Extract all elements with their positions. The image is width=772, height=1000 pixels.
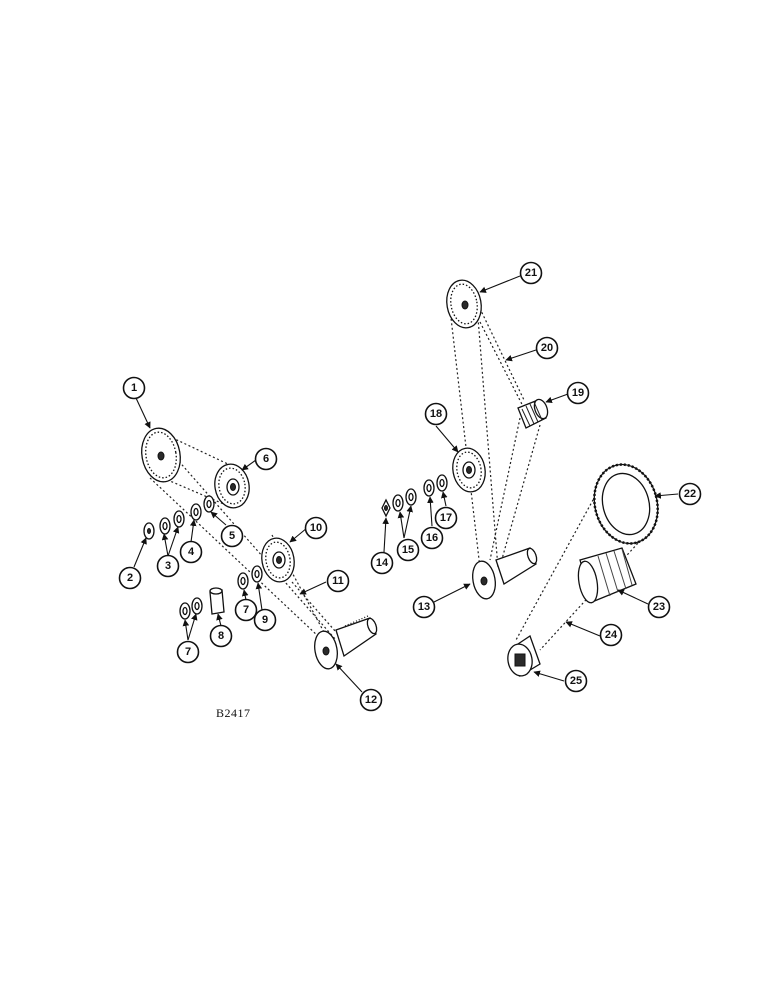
callout-2: 2 [118, 566, 142, 590]
sprocket-21-icon [446, 279, 482, 329]
ring-gear-22-icon [593, 463, 659, 545]
callout-18: 18 [424, 402, 448, 426]
callout-label: 3 [165, 560, 171, 572]
callout-5: 5 [220, 524, 244, 548]
callout-21: 21 [519, 261, 543, 285]
callout-label: 9 [262, 614, 268, 626]
callout-label: 16 [426, 532, 438, 544]
callout-label: 1 [131, 382, 137, 394]
leader-lines [133, 275, 679, 693]
gear-19-icon [517, 398, 549, 429]
callout-11: 11 [326, 569, 350, 593]
callout-22: 22 [678, 482, 702, 506]
callout-15: 15 [396, 538, 420, 562]
callout-12: 12 [359, 688, 383, 712]
callout-16: 16 [420, 526, 444, 550]
callout-label: 11 [332, 575, 344, 587]
callout-7-left: 7 [176, 640, 200, 664]
callout-4: 4 [179, 540, 203, 564]
callout-13: 13 [412, 595, 436, 619]
washer-set-7-9-icon [237, 565, 263, 590]
sprocket-10-icon [261, 537, 295, 583]
pinion-gear-23-icon [577, 547, 637, 604]
callout-label: 17 [440, 512, 452, 524]
callout-label: 24 [605, 629, 618, 641]
callout-23: 23 [647, 595, 671, 619]
callout-10: 10 [304, 516, 328, 540]
sprocket-6-icon [214, 463, 250, 509]
callout-label: 23 [653, 601, 665, 613]
callout-25: 25 [564, 669, 588, 693]
callout-label: 19 [572, 387, 584, 399]
callout-label: 22 [684, 488, 696, 500]
callout-label: 25 [570, 675, 582, 687]
washer-set-left-icon [143, 495, 215, 540]
callout-label: 7 [243, 604, 249, 616]
callout-9: 9 [253, 608, 277, 632]
callout-24: 24 [599, 623, 623, 647]
callout-label: 14 [376, 557, 389, 569]
callout-20: 20 [535, 336, 559, 360]
callout-17: 17 [434, 506, 458, 530]
callout-3: 3 [156, 554, 180, 578]
sprocket-1-icon [141, 427, 181, 483]
hub-25-icon [507, 634, 541, 677]
callout-8: 8 [209, 624, 233, 648]
sprocket-18-icon [452, 447, 486, 493]
splined-shaft-13-icon [472, 547, 538, 600]
callout-label: 21 [525, 267, 537, 279]
callout-label: 15 [402, 544, 414, 556]
callout-label: 10 [310, 522, 322, 534]
figure-reference-code: B2417 [216, 706, 251, 720]
callout-label: 18 [430, 408, 442, 420]
splined-shaft-12-icon [314, 615, 378, 670]
washer-set-right-icon [381, 474, 448, 518]
callout-label: 20 [541, 342, 553, 354]
washer-set-7-8-icon [179, 587, 225, 620]
callout-7-right: 7 [234, 598, 258, 622]
callout-6: 6 [254, 447, 278, 471]
chain-lines [149, 291, 651, 651]
callout-label: 7 [185, 646, 191, 658]
callout-label: 2 [127, 572, 133, 584]
callout-14: 14 [370, 551, 394, 575]
callout-label: 6 [263, 453, 269, 465]
callout-label: 8 [218, 630, 224, 642]
callout-1: 1 [122, 376, 146, 400]
callout-label: 12 [365, 694, 377, 706]
callout-label: 4 [188, 546, 195, 558]
callout-label: 5 [229, 530, 235, 542]
callout-19: 19 [566, 381, 590, 405]
callout-label: 13 [418, 601, 430, 613]
